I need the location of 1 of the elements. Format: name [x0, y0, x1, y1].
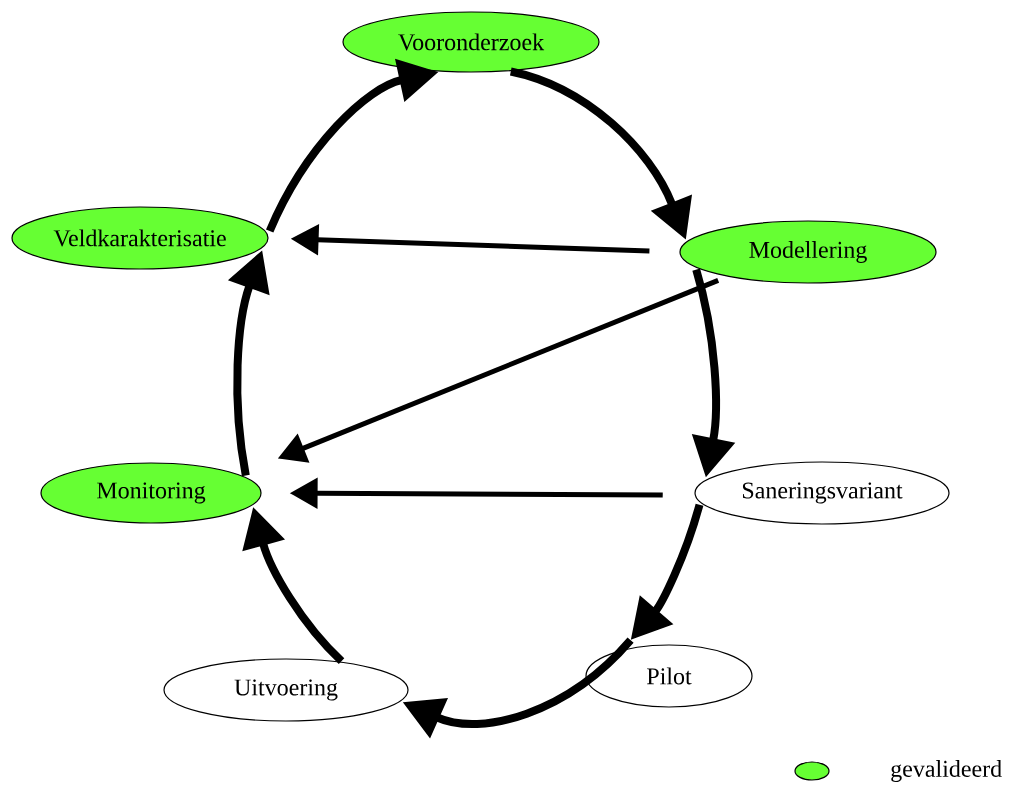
- legend-label: gevalideerd: [891, 760, 1002, 782]
